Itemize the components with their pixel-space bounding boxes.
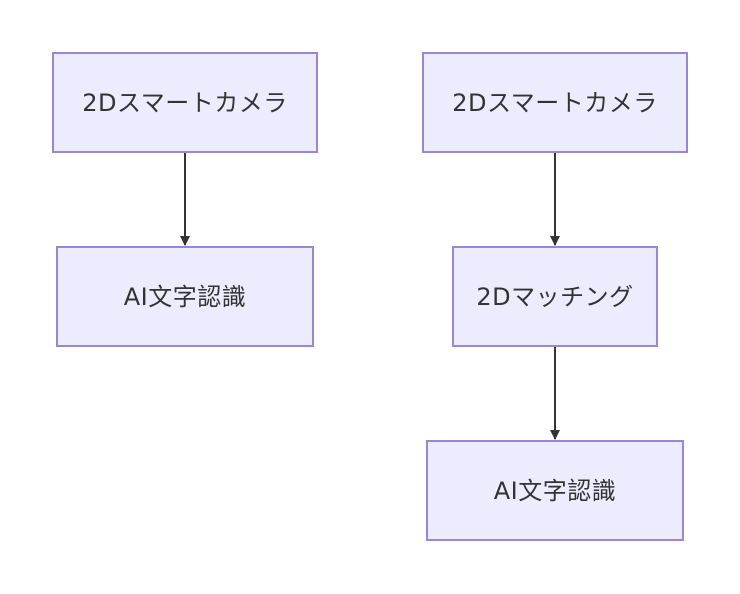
node-left-smart-camera: 2Dスマートカメラ: [52, 52, 318, 153]
node-label: AI文字認識: [123, 282, 247, 311]
node-right-ai-ocr: AI文字認識: [426, 440, 684, 541]
node-left-ai-ocr: AI文字認識: [56, 246, 314, 347]
node-label: 2Dマッチング: [476, 282, 634, 311]
node-right-2d-matching: 2Dマッチング: [452, 246, 658, 347]
node-label: AI文字認識: [493, 476, 617, 505]
node-label: 2Dスマートカメラ: [452, 88, 658, 117]
node-right-smart-camera: 2Dスマートカメラ: [422, 52, 688, 153]
node-label: 2Dスマートカメラ: [82, 88, 288, 117]
